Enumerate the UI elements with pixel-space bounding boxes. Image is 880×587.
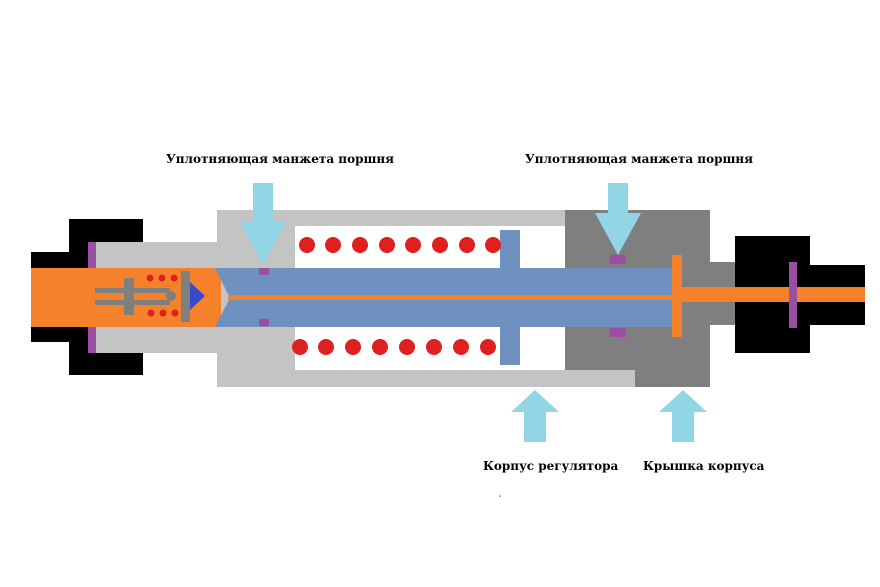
- main-spring: [292, 237, 501, 355]
- outlet-channel: [680, 287, 865, 302]
- outlet-plate: [672, 255, 682, 337]
- arrow-up-icon: [511, 390, 559, 442]
- arrow-down-icon: [240, 183, 286, 265]
- inner-spring: [146, 274, 179, 317]
- left-fitting: [31, 219, 143, 375]
- arrow-down-icon: [595, 183, 641, 255]
- stray-dot: [499, 495, 501, 497]
- label-body-cover: Крышка корпуса: [643, 459, 765, 473]
- label-seal-right: Уплотняющая манжета поршня: [525, 152, 753, 166]
- valve-needle: [95, 271, 190, 322]
- valve-cone: [190, 282, 205, 310]
- arrow-up-icon: [659, 390, 707, 442]
- label-regulator-body: Корпус регулятора: [483, 459, 618, 473]
- label-seal-left: Уплотняющая манжета поршня: [166, 152, 394, 166]
- piston-channel: [228, 295, 678, 300]
- seals: [88, 242, 797, 353]
